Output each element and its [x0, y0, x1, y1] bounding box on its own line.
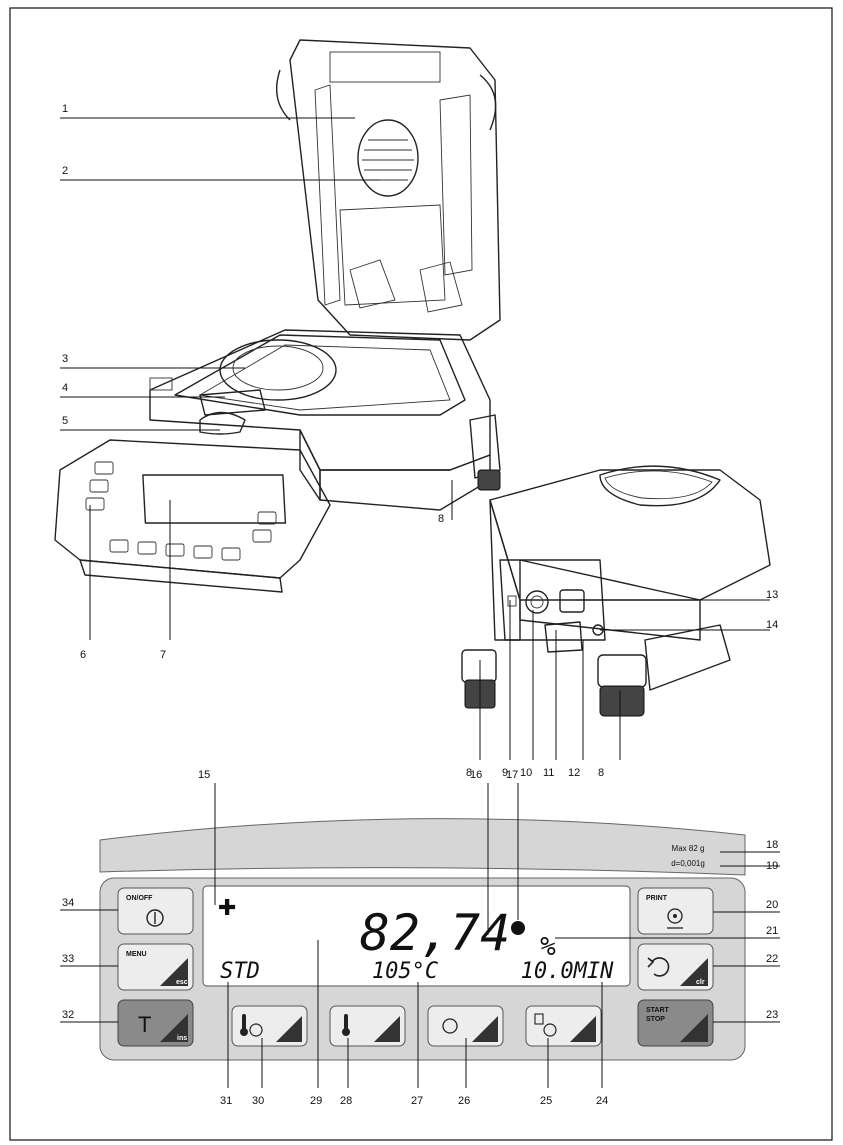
time-text: 10.0MIN [521, 959, 614, 984]
callout-19: 19 [766, 860, 778, 872]
callout-26: 26 [458, 1095, 470, 1107]
callout-8-rear-left: 8 [466, 767, 472, 779]
temp-time-key[interactable] [231, 1005, 308, 1047]
callout-30: 30 [252, 1095, 264, 1107]
lcd-display [202, 885, 631, 987]
arrow-up-triangle-icon [472, 1016, 498, 1042]
callout-2: 2 [62, 165, 68, 177]
program-text: STD [220, 959, 260, 984]
clr-key-triangle-icon [680, 958, 708, 986]
callout-4: 4 [62, 382, 68, 394]
max-capacity-label: Max 82 g [672, 844, 705, 853]
label-strip [99, 818, 746, 876]
tare-key-sub: ins [177, 1035, 187, 1042]
end-criteria-key[interactable] [525, 1005, 602, 1047]
callout-9: 9 [502, 767, 508, 779]
tare-key-label: T [138, 1012, 151, 1037]
callout-1: 1 [62, 103, 68, 115]
callout-numbers-panel: 15 16 17 18 19 20 21 22 23 24 25 26 27 2… [62, 769, 778, 1107]
callout-15: 15 [198, 769, 210, 781]
figure-border [9, 7, 833, 1141]
callout-10: 10 [520, 767, 532, 779]
callout-18: 18 [766, 839, 778, 851]
callout-22: 22 [766, 953, 778, 965]
thermometer-clock-icon [240, 1014, 263, 1037]
callout-23: 23 [766, 1009, 778, 1021]
callout-16: 16 [470, 769, 482, 781]
callout-21: 21 [766, 925, 778, 937]
callout-7: 7 [160, 649, 166, 661]
menu-key-triangle-icon [160, 958, 188, 986]
print-icon [667, 908, 683, 929]
clock-icon [442, 1018, 458, 1034]
callout-32: 32 [62, 1009, 74, 1021]
callout-5: 5 [62, 415, 68, 427]
start-stop-key[interactable]: START STOP [637, 999, 714, 1047]
clr-key[interactable]: clr [637, 943, 714, 991]
callout-20: 20 [766, 899, 778, 911]
menu-key[interactable]: MENU esc [117, 943, 194, 991]
callout-17: 17 [506, 769, 518, 781]
callout-leaders-top [60, 117, 770, 760]
unit-symbol: % [540, 932, 556, 962]
moisture-analyzer-main [54, 39, 501, 593]
callout-28: 28 [340, 1095, 352, 1107]
thermometer-icon [342, 1014, 350, 1036]
start-key-label: START [646, 1007, 670, 1014]
temperature-key[interactable] [329, 1005, 406, 1047]
callout-numbers-top: 1 2 3 4 5 6 7 8 8 9 10 11 12 8 13 14 [62, 103, 778, 779]
callout-27: 27 [411, 1095, 423, 1107]
callout-13: 13 [766, 589, 778, 601]
moisture-analyzer-rear-view [461, 465, 771, 717]
arrow-down-triangle-icon [570, 1016, 596, 1042]
callout-11: 11 [543, 767, 554, 779]
callout-8-main-foot: 8 [438, 513, 444, 525]
callout-33: 33 [62, 953, 74, 965]
arrow-left-triangle-icon [276, 1016, 302, 1042]
clr-key-sub: clr [696, 979, 705, 986]
callout-3: 3 [62, 353, 68, 365]
readability-label: d=0,001g [671, 859, 705, 868]
tare-key-triangle-icon [160, 1014, 188, 1042]
stop-key-label: STOP [646, 1016, 665, 1023]
callout-29: 29 [310, 1095, 322, 1107]
print-key-label: PRINT [646, 895, 668, 902]
callout-leaders-panel [60, 783, 780, 1088]
menu-key-label: MENU [126, 951, 147, 958]
time-key[interactable] [427, 1005, 504, 1047]
callout-31: 31 [220, 1095, 232, 1107]
power-icon [146, 909, 164, 927]
callout-6: 6 [80, 649, 86, 661]
callout-14: 14 [766, 619, 778, 631]
callout-34: 34 [62, 897, 74, 909]
onoff-key[interactable]: ON/OFF [117, 887, 194, 935]
display-panel: Max 82 g d=0,001g ✚ 82,74 % STD 105°C 10… [99, 818, 746, 1061]
stability-indicator [511, 921, 525, 935]
main-reading: 82,74 [360, 904, 511, 962]
start-stop-triangle-icon [680, 1014, 708, 1042]
refresh-icon [647, 957, 670, 977]
callout-12: 12 [568, 767, 580, 779]
timer-clock-icon [534, 1013, 557, 1037]
callout-24: 24 [596, 1095, 608, 1107]
tare-key[interactable]: T ins [117, 999, 194, 1047]
callout-8-rear-right: 8 [598, 767, 604, 779]
onoff-key-label: ON/OFF [126, 895, 153, 902]
arrow-right-triangle-icon [374, 1016, 400, 1042]
temperature-text: 105°C [372, 959, 439, 984]
menu-key-sub: esc [176, 979, 188, 986]
callout-25: 25 [540, 1095, 552, 1107]
plus-symbol: ✚ [218, 896, 236, 921]
print-key[interactable]: PRINT [637, 887, 714, 935]
